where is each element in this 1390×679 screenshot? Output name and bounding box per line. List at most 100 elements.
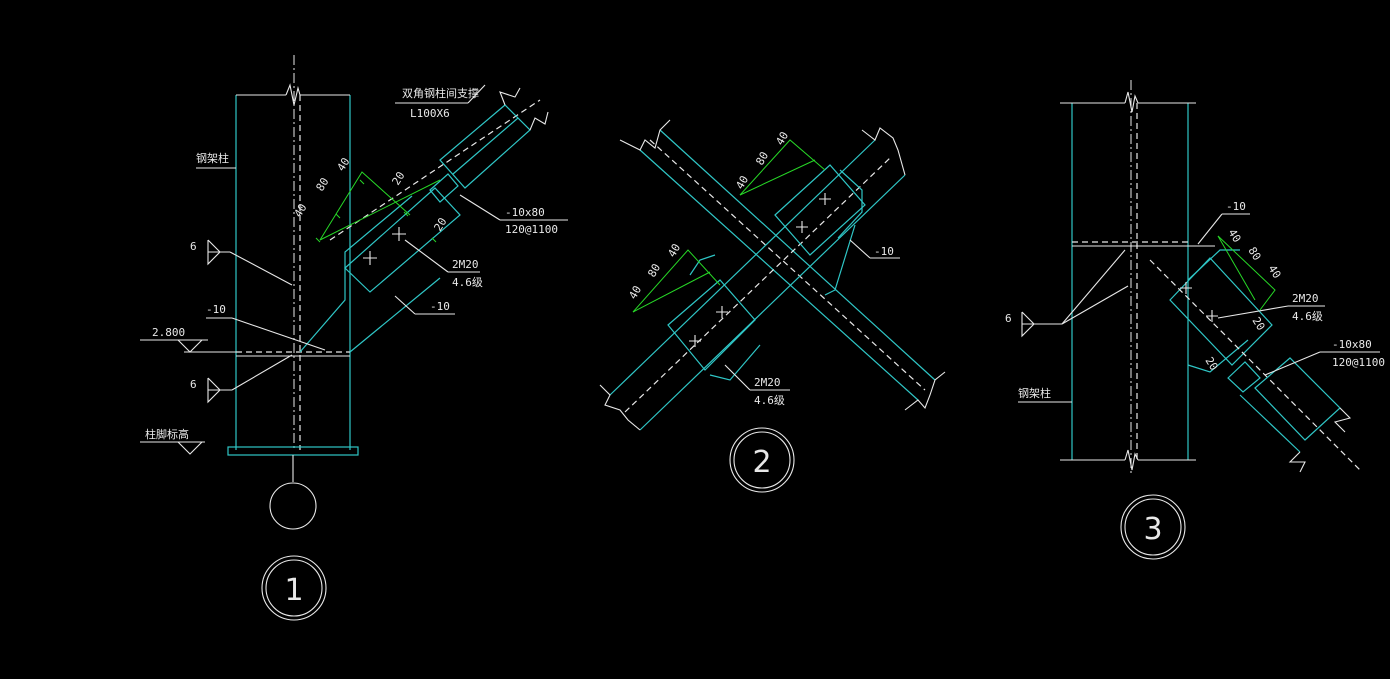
weld-top: 6 xyxy=(190,240,197,253)
brace-b-break-bottom xyxy=(599,384,641,431)
dim-2a-ext xyxy=(739,159,816,196)
brace-b-edge-1 xyxy=(609,139,876,396)
dim3-20b: 20 xyxy=(1202,355,1220,373)
bolt-3b xyxy=(1206,310,1218,322)
weld3-arrow xyxy=(1061,285,1129,325)
gusset-label-2: -10 xyxy=(206,303,226,316)
detail-2-number: 2 xyxy=(752,445,771,480)
brace3-break-2 xyxy=(1333,407,1352,433)
dim2b-40b: 40 xyxy=(665,242,683,260)
column3-break-bottom xyxy=(1124,449,1139,471)
detail-3: 40 80 40 20 20 -10 2M20 4.6级 -10x80 120@… xyxy=(1005,80,1385,560)
gusset-edge xyxy=(349,277,441,353)
dim3-80: 80 xyxy=(1245,245,1263,263)
detail-1-bubble-outer xyxy=(261,555,327,621)
base-plate xyxy=(227,446,359,456)
gusset-left xyxy=(689,254,716,276)
angle-label: L100X6 xyxy=(410,107,450,120)
detail-1: 40 80 40 20 20 双角钢柱间支撑 L100X6 钢架柱 -10x80… xyxy=(140,55,568,621)
bolt-2 xyxy=(392,227,406,241)
weld-arrow-bottom xyxy=(231,354,293,391)
brace-near-gusset xyxy=(344,187,461,293)
detail-1-number: 1 xyxy=(284,573,303,608)
gusset2-leader xyxy=(849,239,871,259)
detail-3-bubble-inner xyxy=(1124,498,1182,556)
gusset-leader xyxy=(394,295,416,315)
dim1-40b: 40 xyxy=(335,155,353,173)
gusset-right xyxy=(824,224,856,296)
bolt-1 xyxy=(363,251,377,265)
dim2a-80: 80 xyxy=(753,150,771,168)
elevation-label: 2.800 xyxy=(152,326,185,339)
dim2b-80: 80 xyxy=(645,262,663,280)
weld-bottom: 6 xyxy=(190,378,197,391)
brace-b-edge-2 xyxy=(639,174,906,431)
dim1-80: 80 xyxy=(314,175,332,193)
angle-b xyxy=(667,279,756,371)
plate-leader xyxy=(459,194,501,221)
filler3 xyxy=(1227,361,1261,393)
elev-symbol xyxy=(177,339,203,353)
brace-leg xyxy=(452,117,519,175)
base-label: 柱脚标高 xyxy=(145,427,189,441)
dim3-ext xyxy=(1217,235,1256,301)
brace3-centerline xyxy=(1149,259,1361,471)
bolt2-leader xyxy=(724,364,751,391)
column-label-d3: 钢架柱 xyxy=(1018,386,1051,400)
gusset-label-d2: -10 xyxy=(874,245,894,258)
brace-b-break-top xyxy=(861,127,906,176)
bolt-label-d2: 2M20 xyxy=(754,376,781,389)
axis-bubble xyxy=(269,482,317,530)
brace3-lower xyxy=(1254,357,1341,441)
detail-3-bubble-outer xyxy=(1120,494,1186,560)
angle-a-leg xyxy=(837,169,863,239)
dim-2b-ext xyxy=(632,271,711,313)
brace-a-break-bottom xyxy=(904,371,946,411)
brace-break-2 xyxy=(529,111,549,131)
gusset2-leader xyxy=(231,317,326,351)
brace-a-edge-2 xyxy=(659,129,936,381)
break-line xyxy=(285,83,301,106)
weld-arrow-top xyxy=(229,251,293,286)
filler-plate xyxy=(429,173,459,203)
dim1-20b: 20 xyxy=(432,215,450,233)
dim2b-40a: 40 xyxy=(626,284,644,302)
brace-b-center xyxy=(624,157,891,413)
bolt-label: 2M20 xyxy=(452,258,479,271)
dim2a-40b: 40 xyxy=(773,130,791,148)
dim1-40a: 40 xyxy=(292,201,310,219)
brace3-leg xyxy=(1239,394,1301,453)
gusset3-leader xyxy=(1197,213,1223,245)
bolt-3a xyxy=(1180,282,1192,294)
detail-3-number: 3 xyxy=(1143,512,1162,547)
detail-2: 40 80 40 40 80 40 -10 2M20 4.6级 2 xyxy=(599,119,946,493)
dim3-20a: 20 xyxy=(1249,315,1267,333)
angle-a xyxy=(774,164,866,256)
brace-a-center xyxy=(649,139,926,391)
detail-2-bubble-inner xyxy=(733,431,791,489)
dim3-lines xyxy=(1217,235,1276,311)
brace-a-edge-1 xyxy=(639,149,919,401)
brace-leader-2 xyxy=(467,84,486,104)
brace-break-1 xyxy=(499,87,521,106)
dim3-40a: 40 xyxy=(1225,227,1243,245)
dim-2b-lines xyxy=(632,249,721,313)
bolt3-leader xyxy=(1217,305,1289,319)
bolt-2c xyxy=(689,335,701,347)
base-level-symbol xyxy=(177,441,203,455)
detail-2-bubble-outer xyxy=(729,427,795,493)
plate-label: -10x80 xyxy=(505,206,545,219)
bolt-2d xyxy=(716,306,728,318)
brace-a-break-top xyxy=(619,119,671,151)
plate-spacing: 120@1100 xyxy=(505,223,558,236)
gusset-label-d3: -10 xyxy=(1226,200,1246,213)
bolt-2b xyxy=(819,193,831,205)
bolt-grade-d3: 4.6级 xyxy=(1292,310,1323,323)
gusset-label: -10 xyxy=(430,300,450,313)
plate-label-d3: -10x80 xyxy=(1332,338,1372,351)
dim-2a-lines xyxy=(739,139,826,196)
plate3-leader xyxy=(1264,351,1321,376)
dim-lines xyxy=(319,171,411,241)
bolt-grade: 4.6级 xyxy=(452,276,483,289)
